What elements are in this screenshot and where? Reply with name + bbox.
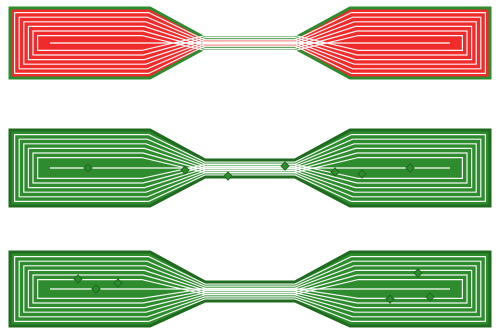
contour-path-line: [37, 34, 463, 52]
void-defect-mark: [180, 165, 190, 175]
contour-path-line: [32, 152, 468, 184]
dogbone-specimen-green-middle: [8, 128, 492, 208]
contour-path-line: [14, 134, 486, 202]
dogbone-specimen-green-bottom: [8, 250, 492, 328]
contour-path-line: [37, 279, 463, 299]
void-defect-mark: [357, 169, 367, 179]
contour-path-line: [32, 30, 468, 56]
void-defect-mark: [413, 268, 423, 278]
void-defect-mark: [223, 171, 233, 181]
void-defect-mark: [83, 163, 93, 173]
contour-path-line: [27, 25, 473, 61]
contour-path-line: [32, 274, 468, 304]
contour-path-line: [14, 256, 486, 322]
void-defect-mark: [113, 278, 123, 288]
contour-path-line: [18, 260, 482, 318]
dogbone-specimen-red-top: [8, 6, 492, 80]
void-defect-mark: [91, 284, 101, 294]
void-defect-mark: [385, 294, 395, 304]
void-defect-mark: [280, 161, 290, 171]
contour-path-line: [23, 21, 477, 65]
void-defect-mark: [405, 163, 415, 173]
void-defect-mark: [425, 292, 435, 302]
contour-path-line: [37, 157, 463, 179]
void-defect-mark: [330, 167, 340, 177]
void-defect-mark: [73, 274, 83, 284]
